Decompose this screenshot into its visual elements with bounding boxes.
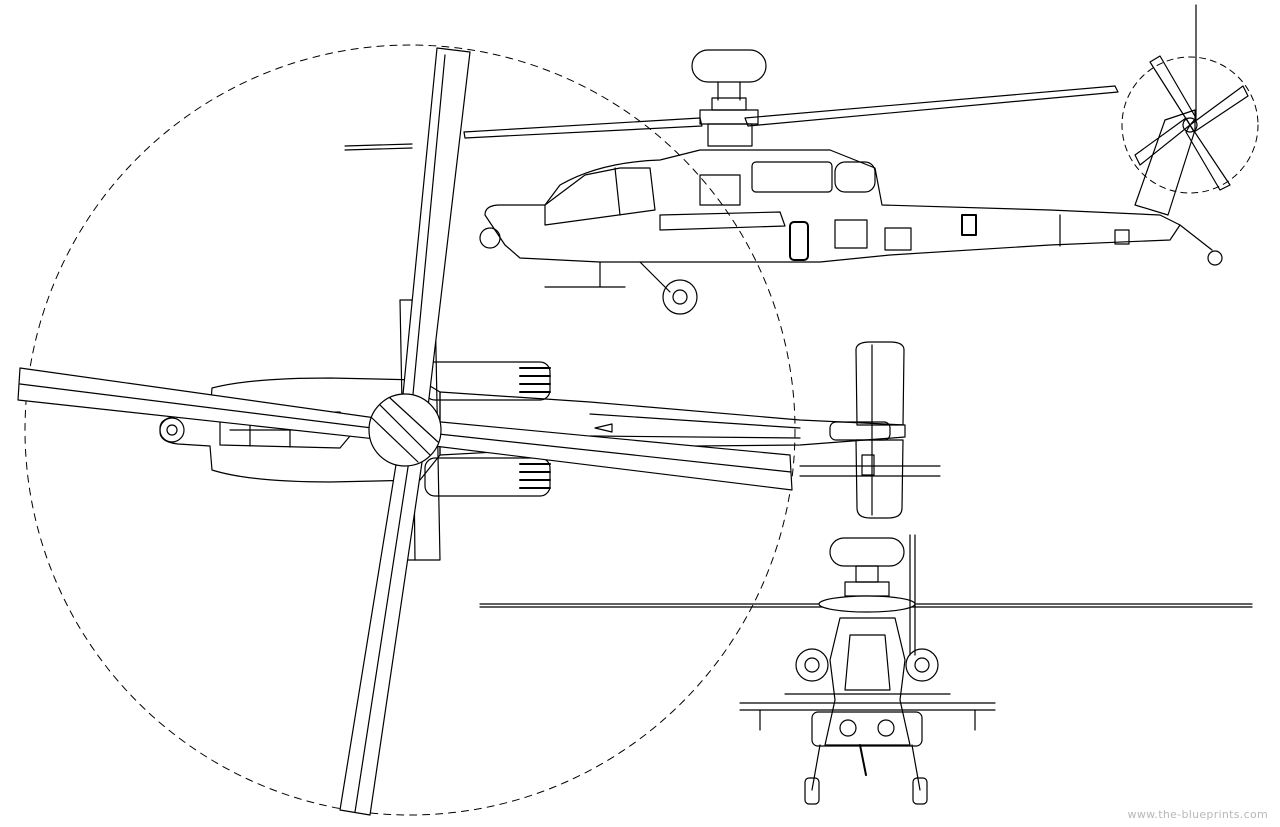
main-rotor-blade-side-right bbox=[745, 86, 1118, 126]
tail-rotor-blades bbox=[1135, 5, 1248, 190]
nose-sensor-side bbox=[480, 228, 500, 248]
side-view bbox=[345, 5, 1258, 314]
front-view bbox=[480, 535, 1252, 804]
rotor-disc-top bbox=[25, 45, 795, 815]
mast-radar-front bbox=[830, 538, 904, 566]
main-wheel-front-right bbox=[913, 778, 927, 804]
tail-wheel-side bbox=[1208, 251, 1222, 265]
main-rotor-blades-top bbox=[18, 48, 792, 815]
main-wheel-front-left bbox=[805, 778, 819, 804]
mast-radar-side bbox=[692, 50, 766, 82]
top-view bbox=[18, 45, 940, 815]
horizontal-stabilator-top bbox=[856, 342, 904, 425]
cockpit-canopy-side bbox=[545, 168, 655, 225]
engine-intake-left bbox=[796, 649, 828, 681]
tail-rotor-disc bbox=[1122, 57, 1258, 193]
watermark: www.the-blueprints.com bbox=[1127, 808, 1268, 821]
main-rotor-blade-side-left bbox=[464, 118, 702, 138]
fuselage-front bbox=[825, 618, 910, 745]
engine-nacelle-lower bbox=[425, 458, 550, 496]
main-wheel-side bbox=[663, 280, 697, 314]
nose-sensor-top bbox=[160, 418, 184, 442]
fuselage-side bbox=[485, 150, 1180, 262]
engine-intake-right bbox=[906, 649, 938, 681]
engine-cowling-side bbox=[752, 162, 832, 192]
